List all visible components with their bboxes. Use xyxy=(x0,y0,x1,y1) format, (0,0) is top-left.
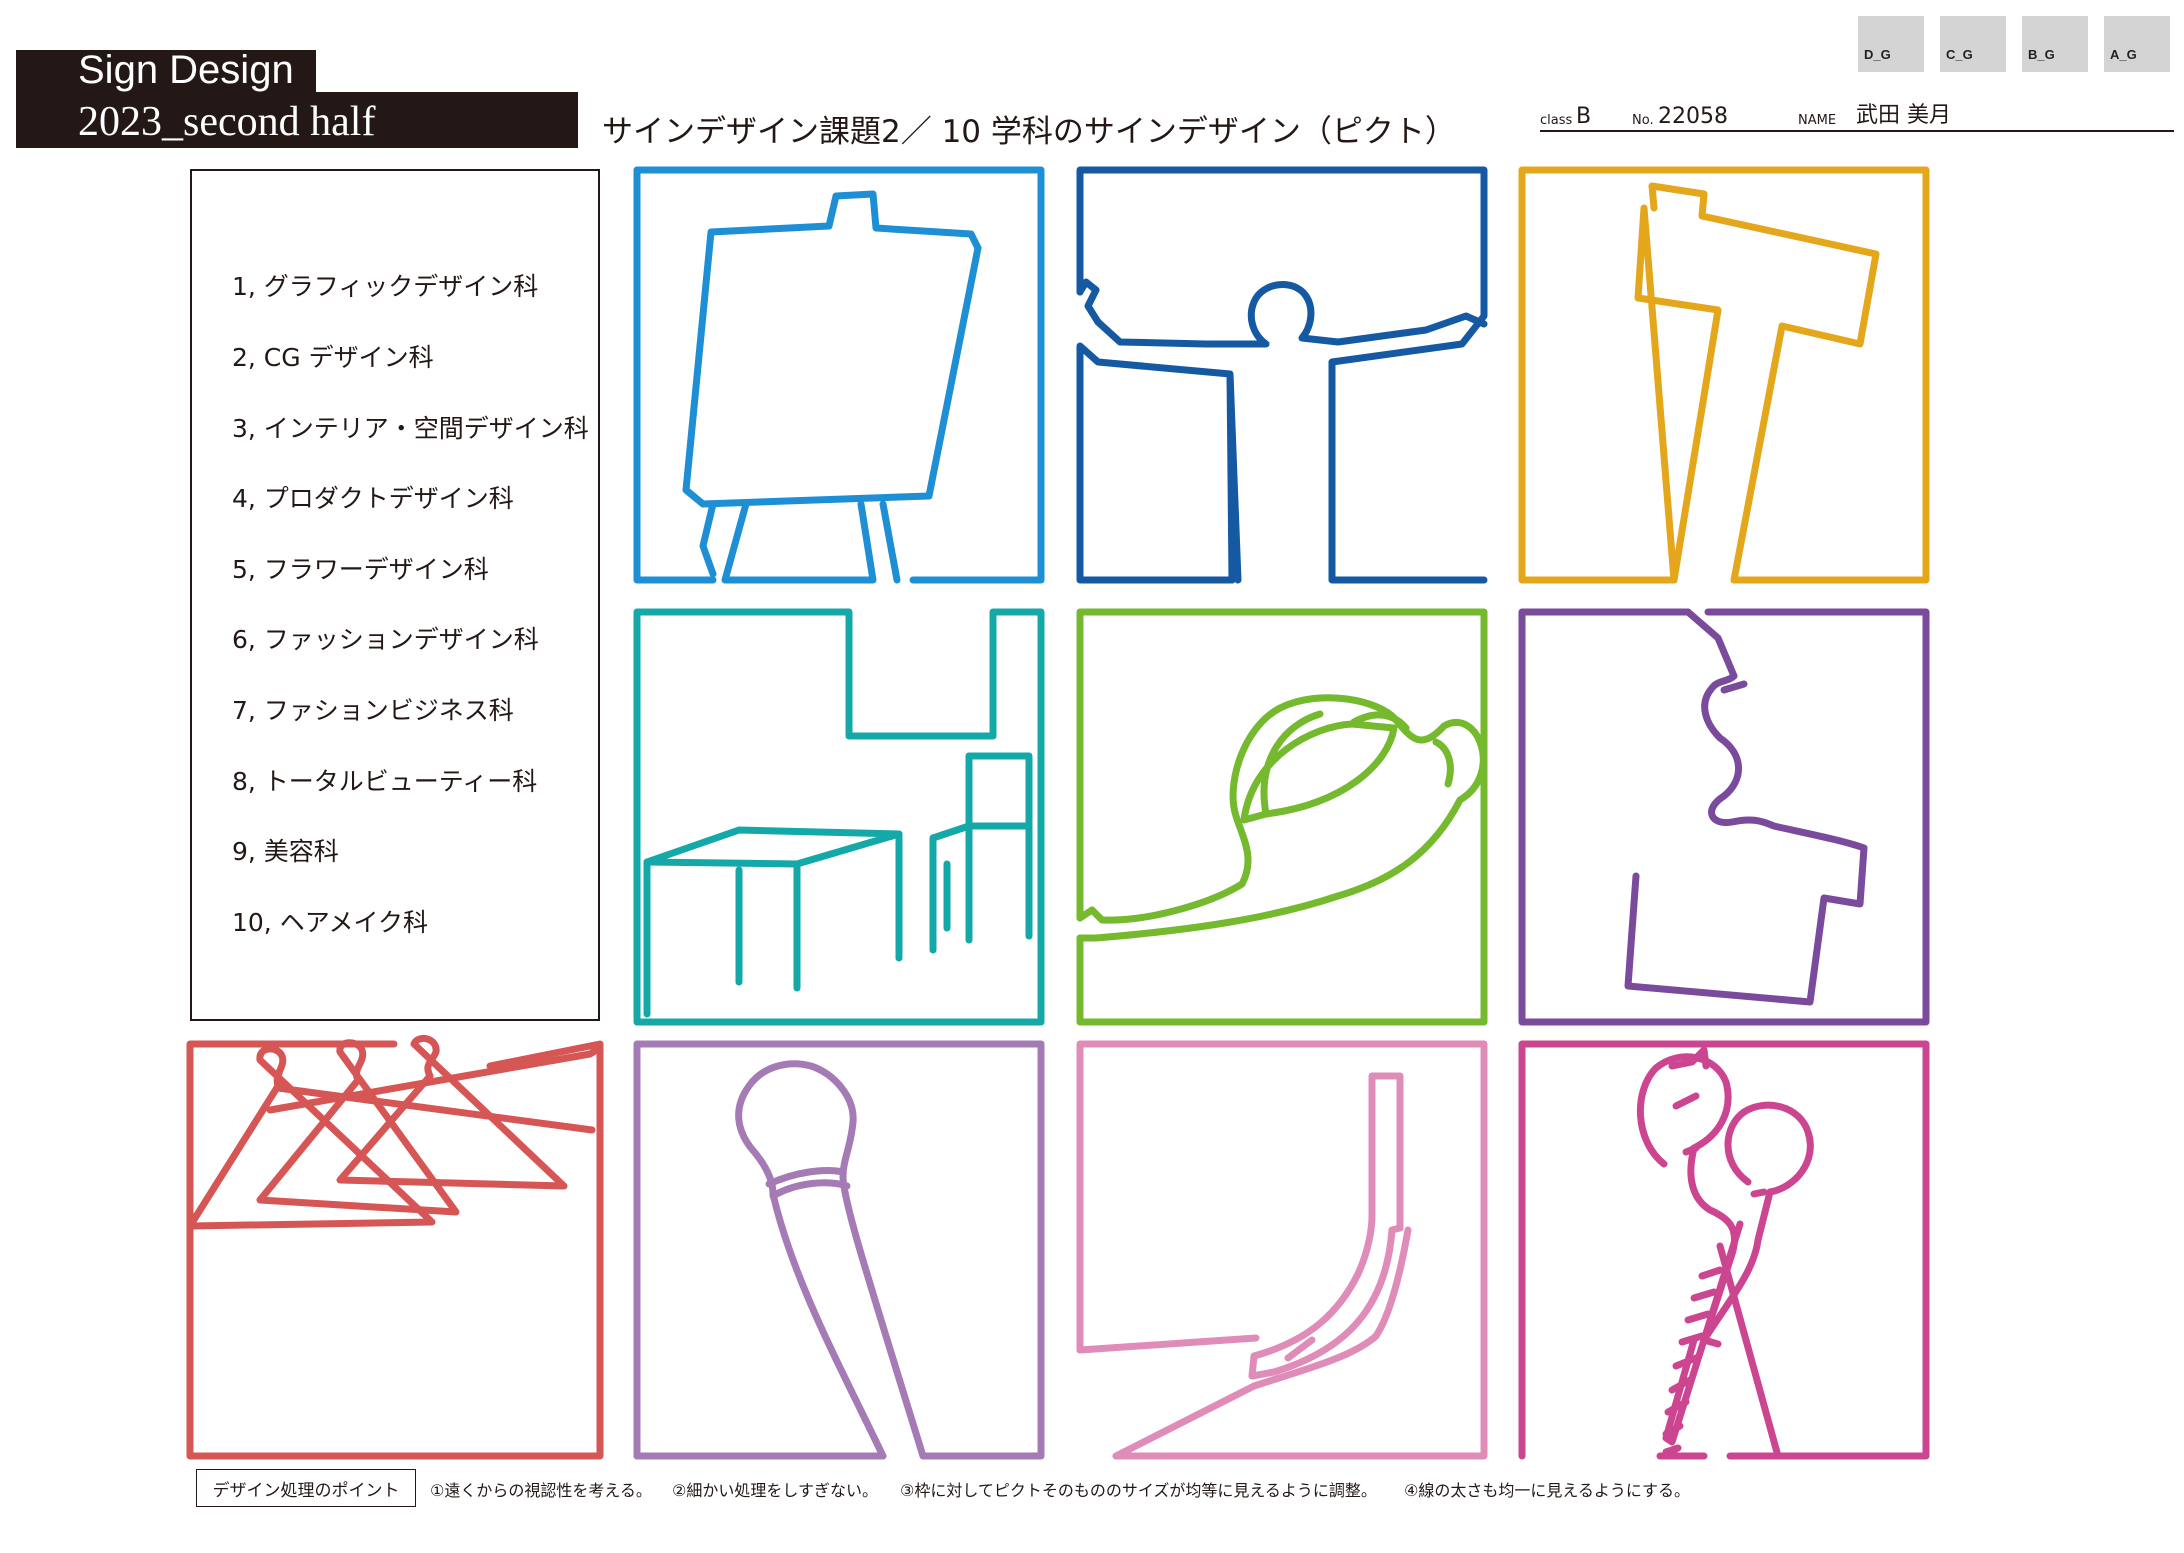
grade-box-d: D_G xyxy=(1858,16,1924,72)
pictogram-total-beauty xyxy=(633,1040,1045,1460)
pictogram-fashion-business xyxy=(186,1034,604,1460)
title-badge-top xyxy=(16,50,316,96)
pictogram-graphic-design xyxy=(633,166,1045,584)
grade-label: B_G xyxy=(2028,47,2055,62)
pictogram-flower-design xyxy=(1076,608,1488,1026)
design-point-2: ②細かい処理をしすぎない。 xyxy=(672,1481,879,1500)
pictogram-fashion-design xyxy=(1518,608,1930,1026)
list-item: 10, ヘアメイク科 xyxy=(232,908,428,937)
name-label: NAME xyxy=(1798,113,1837,128)
easel-icon xyxy=(633,166,1045,584)
grade-box-a: A_G xyxy=(2104,16,2170,72)
design-point-1: ①遠くからの視認性を考える。 xyxy=(430,1481,652,1500)
person-arms-out-icon xyxy=(1076,166,1488,584)
pictogram-beauty xyxy=(1076,1040,1488,1460)
class-label: class xyxy=(1540,113,1573,128)
pictogram-cg-design xyxy=(1076,166,1488,584)
title-badge-bottom xyxy=(16,92,578,148)
design-point-4: ④線の太さも均一に見えるようにする。 xyxy=(1404,1481,1691,1500)
list-item: 8, トータルビューティー科 xyxy=(232,767,538,796)
makeup-brush-icon xyxy=(633,1040,1045,1460)
list-item: 7, ファションビジネス科 xyxy=(232,696,514,725)
grade-label: D_G xyxy=(1864,47,1891,62)
list-item: 6, ファッションデザイン科 xyxy=(232,625,539,654)
clothes-hangers-icon xyxy=(186,1034,604,1460)
grade-boxes: D_G C_G B_G A_G xyxy=(1858,16,2170,72)
design-points-label: デザイン処理のポイント xyxy=(196,1469,416,1507)
grade-label: C_G xyxy=(1946,47,1973,62)
no-label: No. xyxy=(1632,113,1654,128)
class-value: B xyxy=(1576,104,1592,129)
department-list: 1, グラフィックデザイン科 2, CG デザイン科 3, インテリア・空間デザ… xyxy=(190,169,600,1021)
table-chair-icon xyxy=(633,608,1045,1026)
list-item: 4, プロダクトデザイン科 xyxy=(232,484,514,513)
hammer-icon xyxy=(1518,166,1930,584)
grade-box-c: C_G xyxy=(1940,16,2006,72)
dress-form-icon xyxy=(1518,608,1930,1026)
student-number: 22058 xyxy=(1658,104,1728,129)
list-item: 5, フラワーデザイン科 xyxy=(232,555,489,584)
list-item: 2, CG デザイン科 xyxy=(232,343,434,372)
badge-title: Sign Design xyxy=(78,48,294,92)
scissors-comb-icon xyxy=(1518,1040,1930,1460)
student-name: 武田 美月 xyxy=(1856,103,1951,128)
assignment-title: サインデザイン課題2／ 10 学科のサインデザイン（ピクト） xyxy=(602,114,1456,150)
hair-iron-icon xyxy=(1076,1040,1488,1460)
pictogram-hair-make xyxy=(1518,1040,1930,1460)
list-item: 1, グラフィックデザイン科 xyxy=(232,272,539,301)
grade-box-b: B_G xyxy=(2022,16,2088,72)
pictogram-interior-design xyxy=(1518,166,1930,584)
list-item: 3, インテリア・空間デザイン科 xyxy=(232,414,589,443)
design-point-3: ③枠に対してピクトそのもののサイズが均等に見えるように調整。 xyxy=(900,1481,1377,1500)
badge-subtitle: 2023_second half xyxy=(78,99,376,145)
watering-can-icon xyxy=(1076,608,1488,1026)
pictogram-product-design xyxy=(633,608,1045,1026)
student-info: class B No. 22058 NAME 武田 美月 xyxy=(1540,103,2174,132)
list-item: 9, 美容科 xyxy=(232,837,339,866)
grade-label: A_G xyxy=(2110,47,2137,62)
